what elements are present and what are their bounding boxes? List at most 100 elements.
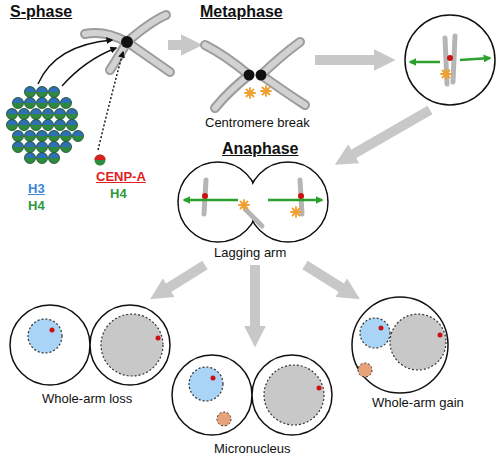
outcome-label: Micronucleus <box>214 442 291 456</box>
daughter-cells <box>390 314 446 370</box>
daughter-cells <box>264 365 324 425</box>
nucleosome <box>7 109 18 120</box>
dividing-cell <box>179 163 257 241</box>
histone-label: H3 <box>28 182 45 196</box>
nucleosome <box>25 87 36 98</box>
histone-label: H4 <box>28 199 45 213</box>
daughter-cells <box>317 386 322 391</box>
broken-chromosome <box>205 42 305 108</box>
nucleosome <box>25 98 36 109</box>
broken-chromosome <box>205 42 305 108</box>
deposition-arrow <box>38 40 112 84</box>
nucleosome <box>19 109 30 120</box>
stage-arrow <box>165 45 430 330</box>
daughter-cells <box>358 363 372 377</box>
daughter-cells <box>172 355 252 435</box>
nucleosome <box>31 109 42 120</box>
stage-arrow <box>250 265 260 330</box>
cenpa-nucleosome <box>95 155 106 161</box>
daughter-cells <box>10 305 170 385</box>
nucleosome <box>25 153 36 164</box>
dividing-cell <box>248 162 328 242</box>
stage-title: Metaphase <box>200 3 283 21</box>
nucleosome <box>61 142 72 153</box>
dividing-cell <box>268 199 322 202</box>
nucleosome <box>25 131 36 142</box>
dividing-cell <box>184 199 238 202</box>
daughter-cells <box>438 333 443 338</box>
stage-title: S-phase <box>10 3 72 21</box>
nucleosome <box>37 87 48 98</box>
histone-label: CENP-A <box>96 170 146 184</box>
cenpa-nucleosome <box>95 155 106 166</box>
broken-chromosome <box>244 70 255 81</box>
nucleosome <box>55 120 66 131</box>
daughter-cells <box>101 314 163 376</box>
daughter-cells <box>352 297 448 393</box>
nucleosome <box>49 131 60 142</box>
daughter-cells <box>360 318 390 348</box>
dividing-cell <box>298 193 304 199</box>
nucleosome <box>7 87 84 164</box>
nucleosome <box>61 131 72 142</box>
nucleosome <box>13 131 24 142</box>
daughter-cells <box>252 355 332 435</box>
metaphase-cell <box>447 55 453 61</box>
nucleosome <box>37 142 48 153</box>
daughter-cells <box>28 319 62 353</box>
stage-arrow <box>168 40 185 50</box>
metaphase-cell <box>410 61 440 64</box>
deposition-arrow <box>38 40 123 150</box>
metaphase-cell <box>405 15 495 105</box>
chromosome <box>121 36 133 48</box>
nucleosome <box>37 131 48 142</box>
daughter-cells <box>156 336 161 341</box>
stage-arrow <box>315 55 378 65</box>
nucleosome <box>7 120 18 131</box>
daughter-cells <box>10 305 90 385</box>
nucleosome <box>13 98 24 109</box>
histone-label: H4 <box>110 187 127 201</box>
daughter-cells <box>50 328 55 333</box>
broken-chromosome <box>245 88 255 98</box>
outcome-label: Whole-arm gain <box>372 396 464 410</box>
deposition-arrow <box>62 48 116 86</box>
nucleosome <box>19 120 30 131</box>
nucleosome <box>49 153 60 164</box>
metaphase-cell <box>460 58 490 60</box>
nucleosome <box>49 142 60 153</box>
chromosome <box>85 15 170 72</box>
daughter-cells <box>211 376 216 381</box>
nucleosome <box>37 98 48 109</box>
broken-chromosome <box>261 86 271 96</box>
dividing-cell <box>202 193 208 199</box>
nucleosome <box>25 142 36 153</box>
dividing-cell <box>204 180 302 214</box>
nucleosome <box>31 120 42 131</box>
nucleosome <box>43 120 54 131</box>
event-label: Lagging arm <box>214 246 286 260</box>
daughter-cells <box>189 367 223 401</box>
dividing-cell <box>246 210 262 226</box>
nucleosome <box>67 120 78 131</box>
cenpa-nucleosome <box>95 155 106 166</box>
metaphase-cell <box>405 15 495 105</box>
dividing-cell <box>239 200 249 210</box>
stage-arrow <box>350 110 430 156</box>
daughter-cells <box>352 297 448 393</box>
nucleosome <box>61 98 72 109</box>
broken-chromosome <box>205 42 305 108</box>
daughter-cells <box>172 355 332 435</box>
nucleosome <box>43 109 54 120</box>
nucleosome <box>67 109 78 120</box>
chromosome <box>85 15 170 72</box>
dividing-cell <box>178 162 328 242</box>
daughter-cells <box>90 305 170 385</box>
nucleosome <box>55 109 66 120</box>
stage-arrow <box>165 265 205 290</box>
daughter-cells <box>217 412 231 426</box>
dividing-cell <box>178 162 258 242</box>
stage-arrow <box>305 265 345 290</box>
